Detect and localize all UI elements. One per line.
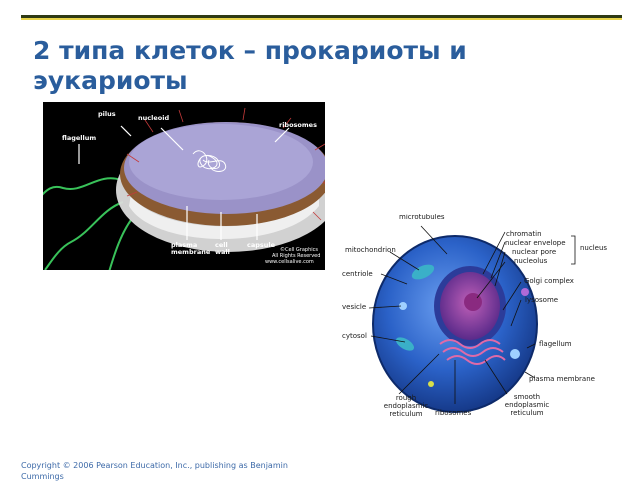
prokaryote-illustration: pilus nucleoid ribosomes flagellum plasm… xyxy=(43,102,325,270)
label-capsule: capsule xyxy=(247,241,276,249)
label-centriole: centriole xyxy=(342,270,373,278)
label-golgi-complex: Golgi complex xyxy=(524,277,574,285)
label-microtubules: microtubules xyxy=(399,214,445,221)
eukaryote-drawing xyxy=(368,225,576,413)
label-nuclear-envelope: nuclear envelope xyxy=(505,239,566,247)
top-rule-dark xyxy=(21,15,622,18)
label-cell-wall: cell wall xyxy=(215,241,230,256)
label-cytosol: cytosol xyxy=(342,332,367,340)
prokaryote-drawing xyxy=(43,107,325,270)
label-mitochondrion: mitochondrion xyxy=(345,246,396,254)
label-smooth-er: smooth endoplasmic reticulum xyxy=(504,393,550,417)
credit-line-3: www.cellsalive.com xyxy=(265,259,314,265)
label-nucleus: nucleus xyxy=(580,244,608,252)
label-chromatin: chromatin xyxy=(506,230,542,238)
label-nuclear-pore: nuclear pore xyxy=(512,248,557,256)
label-flagellum: flagellum xyxy=(539,340,572,348)
label-nucleoid: nucleoid xyxy=(138,114,170,122)
credit-line-2: All Rights Reserved xyxy=(272,253,321,259)
copyright-notice: Copyright © 2006 Pearson Education, Inc.… xyxy=(21,461,288,481)
label-plasma-membrane: plasma membrane xyxy=(171,241,211,256)
credit-line-1: ©Cell Graphics xyxy=(280,247,319,253)
label-rough-er: rough endoplasmic reticulum xyxy=(383,394,429,418)
eukaryote-illustration: microtubules chromatin nuclear envelope … xyxy=(335,214,625,424)
label-ribosomes: ribosomes xyxy=(435,409,472,417)
label-pilus: pilus xyxy=(98,110,116,118)
label-lysosome: lysosome xyxy=(525,296,559,304)
label-vesicle: vesicle xyxy=(342,303,367,311)
label-nucleolus: nucleolus xyxy=(514,257,548,265)
label-flagellum: flagellum xyxy=(62,134,97,142)
label-plasma-membrane: plasma membrane xyxy=(529,375,595,383)
slide-title: 2 типа клеток – прокариоты и эукариоты xyxy=(33,36,467,95)
label-ribosomes: ribosomes xyxy=(279,121,317,129)
top-rule-accent xyxy=(21,18,622,20)
